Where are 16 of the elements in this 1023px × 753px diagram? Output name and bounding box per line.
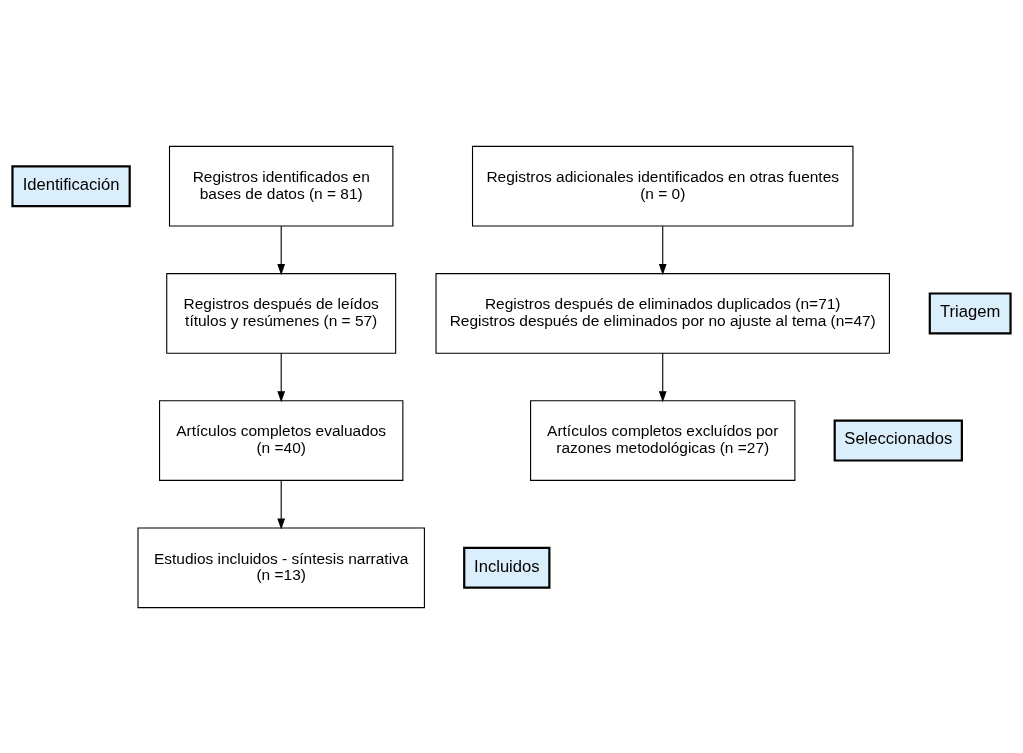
arrow: [658, 352, 667, 402]
node-box: Artículos completos excluídos por razones metodológicas (n =27): [530, 399, 796, 481]
node-box: Registros después de eliminados duplicados (n=71) Registros después de eliminados por no ajuste al tema (n=47): [435, 272, 890, 354]
node-box: Incluidos: [463, 546, 551, 589]
node-box: Triagem: [928, 291, 1012, 334]
node-box: Artículos completos evaluados (n =40): [159, 399, 404, 481]
node-box: Registros adicionales identificados en otras fuentes (n = 0): [471, 145, 854, 227]
node-box: Estudios incluidos - síntesis narrativa (n =13): [137, 526, 425, 608]
node-box: Seleccionados: [833, 419, 963, 462]
arrow: [277, 225, 286, 275]
arrow: [277, 479, 286, 529]
arrow: [658, 225, 667, 275]
node-box: Registros después de leídos títulos y resúmenes (n = 57): [166, 272, 397, 354]
arrow: [277, 352, 286, 402]
node-box: Registros identificados en bases de datos (n = 81): [168, 145, 394, 227]
node-box: Identificación: [11, 164, 131, 207]
